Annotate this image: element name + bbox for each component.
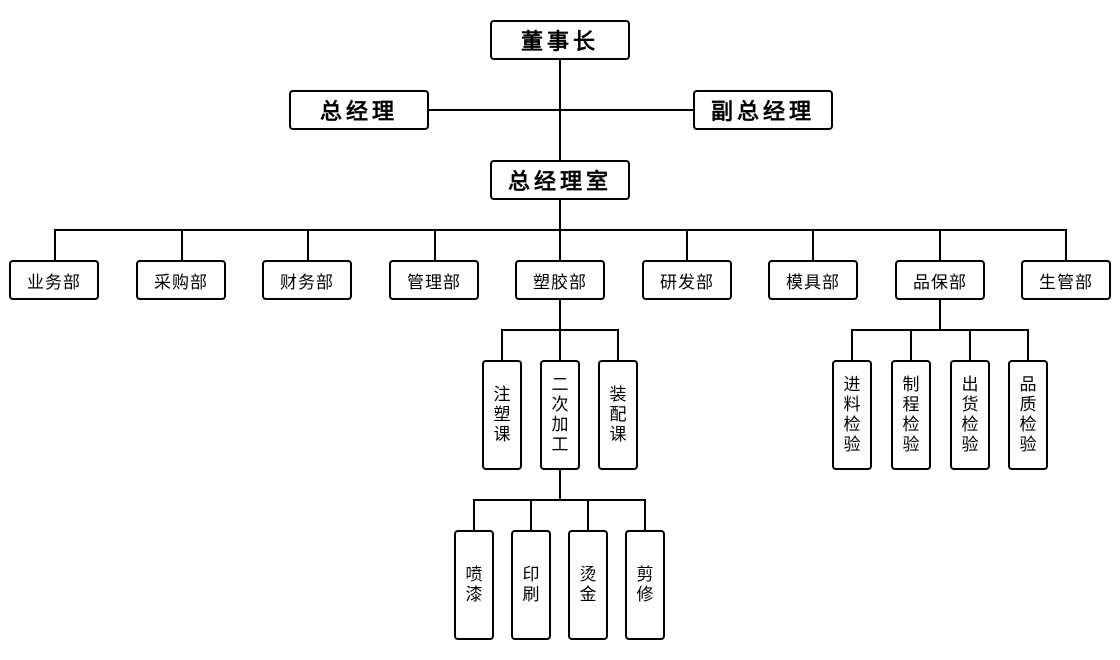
unit-box-trimming: 剪修	[625, 530, 665, 640]
connector-department	[181, 229, 183, 261]
connector-quality-down	[939, 298, 941, 330]
department-box-production-control: 生管部	[1021, 260, 1111, 300]
connector-department	[1065, 229, 1067, 261]
deputy-general-manager-box: 副总经理	[693, 90, 833, 130]
section-box-outgoing-inspection: 出货检验	[950, 360, 990, 470]
secondary-bus-line	[473, 499, 646, 501]
section-box-injection: 注塑课	[482, 360, 522, 470]
connector-quality-section	[851, 329, 853, 361]
connector-secondary-unit	[473, 499, 475, 531]
unit-box-printing: 印刷	[511, 530, 551, 640]
department-box-rnd: 研发部	[642, 260, 732, 300]
general-manager-box: 总经理	[289, 90, 429, 130]
department-box-finance: 财务部	[262, 260, 352, 300]
connector-secondary-unit	[587, 499, 589, 531]
gm-office-box: 总经理室	[490, 160, 630, 200]
connector-secondary-down	[559, 468, 561, 500]
section-box-incoming-inspection: 进料检验	[832, 360, 872, 470]
connector-department	[939, 229, 941, 261]
connector-secondary-unit	[644, 499, 646, 531]
connector-plastics-down	[559, 298, 561, 330]
connector-quality-section	[969, 329, 971, 361]
department-box-purchasing: 采购部	[136, 260, 226, 300]
quality-bus-line	[851, 329, 1029, 331]
department-box-sales: 业务部	[9, 260, 99, 300]
connector-department	[54, 229, 56, 261]
connector-plastics-section	[617, 329, 619, 361]
connector-department	[812, 229, 814, 261]
connector-quality-section	[910, 329, 912, 361]
connector-department	[434, 229, 436, 261]
connector-office-to-bus	[559, 198, 561, 230]
chairman-box: 董事长	[490, 20, 630, 60]
connector-quality-section	[1027, 329, 1029, 361]
section-box-assembly: 装配课	[598, 360, 638, 470]
section-box-secondary-processing: 二次加工	[540, 360, 580, 470]
department-box-management: 管理部	[389, 260, 479, 300]
connector-plastics-section	[501, 329, 503, 361]
section-box-process-inspection: 制程检验	[891, 360, 931, 470]
department-box-mold: 模具部	[768, 260, 858, 300]
connector-department	[686, 229, 688, 261]
section-box-quality-inspection: 品质检验	[1008, 360, 1048, 470]
connector-secondary-unit	[530, 499, 532, 531]
unit-box-hot-stamping: 烫金	[568, 530, 608, 640]
connector-plastics-section	[559, 329, 561, 361]
department-box-plastics: 塑胶部	[515, 260, 605, 300]
department-box-quality: 品保部	[895, 260, 985, 300]
connector-department	[307, 229, 309, 261]
connector-gm-to-deputy	[428, 109, 695, 111]
unit-box-spray-paint: 喷漆	[454, 530, 494, 640]
connector-department	[559, 229, 561, 261]
